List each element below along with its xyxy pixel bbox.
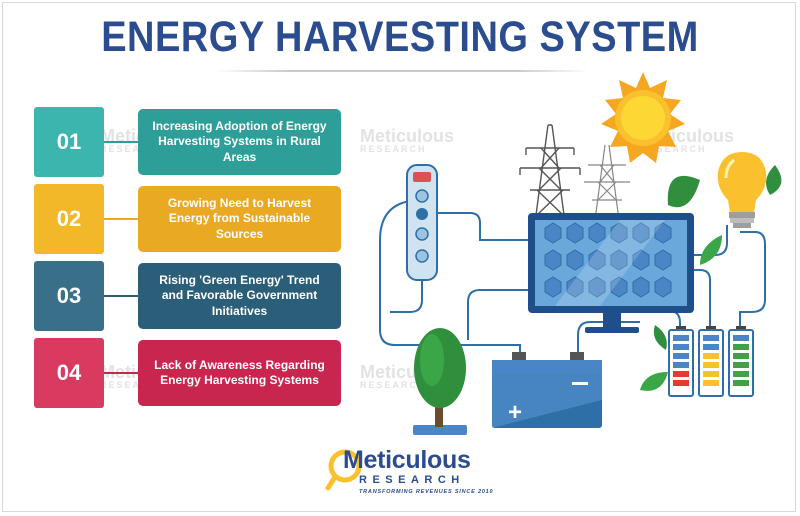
item-text: Lack of Awareness Regarding Energy Harve… (154, 357, 325, 388)
item-connector (104, 372, 138, 374)
item-connector (104, 295, 138, 297)
tree-icon (413, 328, 467, 435)
watermark-name: Meticulous (360, 126, 455, 146)
item-number-box: 01 (34, 107, 104, 177)
wire (379, 199, 521, 355)
item-connector (104, 141, 138, 143)
battery-level-icon (668, 326, 694, 397)
item-text: Growing Need to Harvest Energy from Sust… (167, 195, 312, 241)
item-number-box: 02 (34, 184, 104, 254)
solar-panel-icon (528, 213, 694, 333)
battery-level-icon (728, 326, 754, 397)
wire (739, 231, 766, 330)
light-bulb-icon (717, 152, 767, 228)
item-connector (104, 218, 138, 220)
logo-name: Meticulous (343, 446, 471, 474)
watermark-sub: RESEARCH (360, 144, 427, 154)
watermark-sub: RESEARCH (640, 144, 707, 154)
item-card: Growing Need to Harvest Energy from Sust… (138, 186, 341, 252)
battery-level-icon (698, 326, 724, 397)
item-number-box: 04 (34, 338, 104, 408)
item-card: Lack of Awareness Regarding Energy Harve… (138, 340, 341, 406)
item-number: 01 (56, 129, 82, 154)
logo-tagline: TRANSFORMING REVENUES SINCE 2010 (359, 489, 494, 495)
item-number: 02 (56, 206, 82, 231)
transmission-tower-icon (584, 144, 630, 221)
power-strip-icon (406, 164, 438, 281)
wire (390, 278, 423, 313)
item-text: Rising 'Green Energy' Trend and Favorabl… (159, 272, 320, 318)
item-card: Increasing Adoption of Energy Harvesting… (138, 109, 341, 175)
magnifier-icon (325, 449, 362, 491)
wire (690, 269, 711, 330)
transmission-tower-icon (519, 124, 581, 216)
leaf-icon (640, 325, 668, 391)
wire (467, 289, 540, 340)
leaf-icon (667, 165, 782, 265)
item-text: Increasing Adoption of Energy Harvesting… (152, 118, 327, 164)
svg-text:+: + (508, 399, 522, 426)
wire (430, 212, 528, 241)
brand-logo: Meticulous RESEARCH TRANSFORMING REVENUE… (325, 446, 493, 506)
item-card: Rising 'Green Energy' Trend and Favorabl… (138, 263, 341, 329)
item-number: 04 (56, 360, 82, 385)
sun-icon (601, 72, 685, 163)
item-number: 03 (56, 283, 82, 308)
page-title: ENERGY HARVESTING SYSTEM (101, 14, 699, 62)
battery-icon: + (492, 352, 602, 428)
watermark-sub: RESEARCH (360, 380, 427, 390)
item-number-box: 03 (34, 261, 104, 331)
logo-research: RESEARCH (359, 474, 465, 486)
watermark-sub: RESEARCH (100, 144, 167, 154)
watermark: Meticulous RESEARCH (360, 126, 454, 154)
wire (577, 321, 640, 355)
title-divider (215, 70, 590, 72)
watermark-sub: RESEARCH (100, 380, 167, 390)
